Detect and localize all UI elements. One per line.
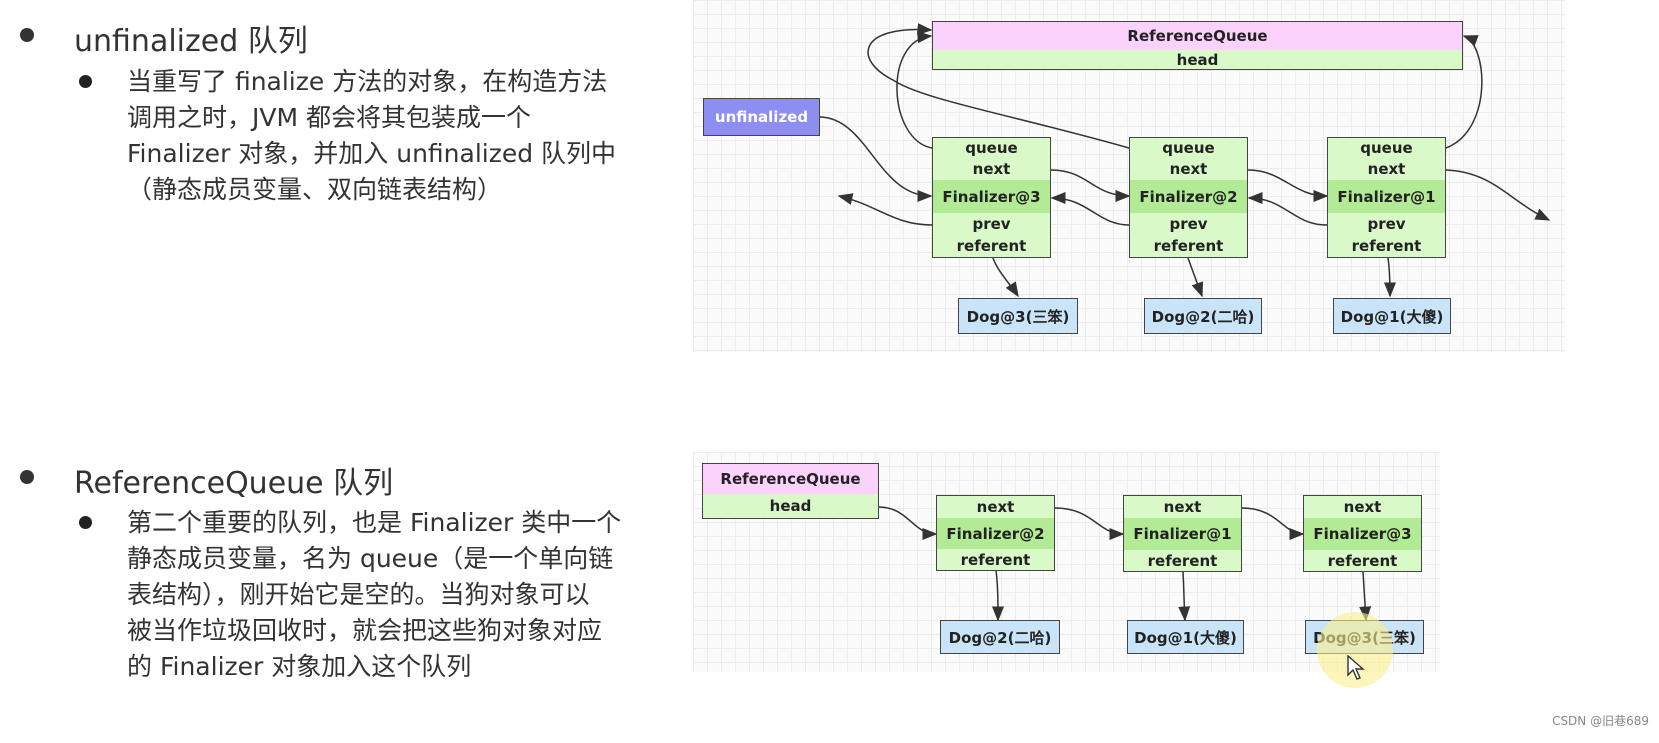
paragraph-unfinalized: 当重写了 finalize 方法的对象，在构造方法 调用之时，JVM 都会将其包…: [79, 64, 617, 208]
paragraph-line: 静态成员变量，名为 queue（是一个单向链: [127, 544, 614, 573]
dog-box: Dog@1(大傻): [1127, 620, 1244, 654]
dog-box: Dog@1(大傻): [1333, 298, 1451, 334]
arrow-queue-1: [1445, 35, 1483, 149]
node-name-field: Finalizer@1: [1327, 180, 1446, 214]
paragraph-line: 的 Finalizer 对象加入这个队列: [127, 652, 472, 681]
node-next-field: next: [932, 158, 1051, 181]
node-next-field: next: [1303, 495, 1422, 519]
section-title-unfinalized: unfinalized 队列: [20, 16, 308, 60]
arrow-prev-3-null: [837, 193, 933, 226]
dog-box: Dog@3(三笨): [958, 298, 1078, 334]
arrow-referent-1: [1383, 257, 1396, 298]
node-name-field: Finalizer@1: [1123, 518, 1242, 551]
arrow-referent-1: [1178, 571, 1191, 622]
arrow-unfinalized-head: [819, 116, 933, 202]
node-next-field: next: [1123, 495, 1242, 519]
arrow-head-first: [878, 506, 938, 540]
paragraph-line: （静态成员变量、双向链表结构）: [127, 175, 503, 204]
arrow-next-1-null: [1445, 169, 1551, 221]
mouse-cursor-icon: [1347, 655, 1365, 680]
paragraph-line: 调用之时，JVM 都会将其包装成一个: [127, 103, 531, 132]
section-title-referencequeue: ReferenceQueue 队列: [20, 458, 394, 502]
node-name-field: Finalizer@3: [932, 180, 1051, 214]
watermark: CSDN @旧巷689: [1552, 714, 1649, 728]
node-next-field: next: [1327, 158, 1446, 181]
diagram1-arrows: [819, 23, 1551, 298]
node-prev-field: prev: [932, 213, 1051, 236]
arrow-queue-3: [896, 31, 933, 149]
node-name-field: Finalizer@2: [936, 518, 1055, 550]
arrow-referent-2: [1187, 257, 1204, 298]
section-title-text: ReferenceQueue 队列: [74, 466, 394, 501]
node-queue-field: queue: [1327, 137, 1446, 159]
dog-box: Dog@2(二哈): [1144, 298, 1262, 334]
referencequeue-diagram: ReferenceQueue head next Finalizer@2 ref…: [693, 452, 1440, 672]
node-name-field: Finalizer@3: [1303, 518, 1422, 551]
node-referent-field: referent: [1327, 235, 1446, 258]
arrow-referent-3: [992, 257, 1019, 298]
paragraph-referencequeue: 第二个重要的队列，也是 Finalizer 类中一个 静态成员变量，名为 que…: [79, 505, 622, 685]
node-name-field: Finalizer@2: [1129, 180, 1248, 214]
section-title-text: unfinalized 队列: [74, 24, 308, 59]
bullet-icon: [20, 28, 34, 42]
bullet-icon: [79, 516, 92, 529]
node-referent-field: referent: [932, 235, 1051, 258]
node-next-field: next: [1129, 158, 1248, 181]
arrow-next-2-1: [1247, 169, 1329, 202]
refqueue-name-box: ReferenceQueue: [932, 21, 1463, 51]
node-referent-field: referent: [1129, 235, 1248, 258]
paragraph-line: Finalizer 对象，并加入 unfinalized 队列中: [127, 139, 617, 168]
paragraph-line: 表结构），刚开始它是空的。当狗对象可以: [127, 580, 590, 609]
bullet-icon: [79, 75, 92, 88]
arrow-next-2-1: [1054, 507, 1125, 540]
node-queue-field: queue: [932, 137, 1051, 159]
node-next-field: next: [936, 495, 1055, 519]
paragraph-line: 被当作垃圾回收时，就会把这些狗对象对应: [127, 616, 603, 645]
arrow-queue-2: [867, 23, 1130, 149]
arrow-next-3-2: [1050, 169, 1131, 202]
refqueue-head-field: head: [932, 50, 1463, 70]
arrow-next-1-3: [1241, 507, 1305, 540]
unfinalized-diagram: ReferenceQueue head unfinalized queue ne…: [693, 0, 1565, 352]
arrow-prev-1-2: [1247, 192, 1328, 226]
dog-box: Dog@2(二哈): [940, 620, 1060, 654]
refqueue-head-field: head: [702, 494, 879, 519]
node-referent-field: referent: [1123, 550, 1242, 572]
node-prev-field: prev: [1129, 213, 1248, 236]
node-referent-field: referent: [936, 549, 1055, 571]
paragraph-line: 第二个重要的队列，也是 Finalizer 类中一个: [127, 508, 622, 537]
node-prev-field: prev: [1327, 213, 1446, 236]
unfinalized-box: unfinalized: [703, 98, 820, 136]
arrow-referent-2: [991, 569, 1004, 622]
node-referent-field: referent: [1303, 550, 1422, 572]
bullet-icon: [20, 470, 34, 484]
node-queue-field: queue: [1129, 137, 1248, 159]
arrow-prev-2-3: [1050, 192, 1130, 226]
refqueue-name-box: ReferenceQueue: [702, 463, 879, 495]
paragraph-line: 当重写了 finalize 方法的对象，在构造方法: [127, 67, 608, 96]
